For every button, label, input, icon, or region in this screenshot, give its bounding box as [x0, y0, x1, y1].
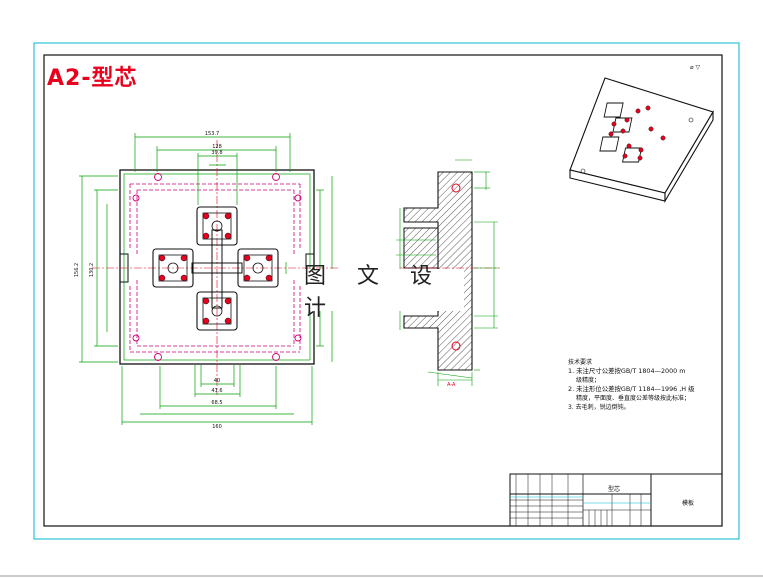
roughness-symbol: ⌀ ▽: [690, 64, 701, 71]
dim-left-overall: 156.2: [74, 263, 80, 277]
notes-heading: 技术要求: [568, 359, 593, 366]
drawing-frame: [43, 54, 723, 527]
note-2: 2. 未注形位公差按GB/T 1184—1996 ,H 级: [568, 385, 695, 393]
technical-notes: 技术要求 1. 未注尺寸公差按GB/T 1804—2000 m 级精度； 2. …: [568, 358, 708, 412]
note-1: 1. 未注尺寸公差按GB/T 1804—2000 m: [568, 367, 686, 375]
drawing-title: A2-型芯: [47, 66, 138, 91]
plan-view: [79, 133, 340, 425]
note-2-cont: 精度，平面度、垂直度公差等级按此标准；: [576, 395, 691, 402]
watermark-text: 图 文 设 计: [304, 264, 464, 321]
dim-top-small: 39.8: [211, 150, 222, 156]
title-block-part: 型芯: [608, 486, 621, 493]
dim-bottom-c: 68.5: [211, 400, 222, 406]
isometric-view: [569, 77, 714, 204]
dim-bottom-overall: 160: [212, 424, 222, 430]
note-1-cont: 级精度；: [576, 377, 601, 384]
dim-top-inner: 128: [212, 144, 222, 150]
sheet-border: [33, 42, 740, 540]
note-3: 3. 去毛刺，锐边倒钝。: [568, 404, 630, 411]
dim-left-inner: 130.2: [89, 263, 95, 277]
dim-top-overall: 153.7: [205, 131, 219, 137]
dim-bottom-a: 40: [214, 378, 220, 384]
dim-bottom-b: 41.6: [211, 388, 222, 394]
section-label: A-A: [447, 382, 456, 388]
title-block-name: 模板: [682, 500, 695, 507]
title-block: [509, 473, 723, 527]
